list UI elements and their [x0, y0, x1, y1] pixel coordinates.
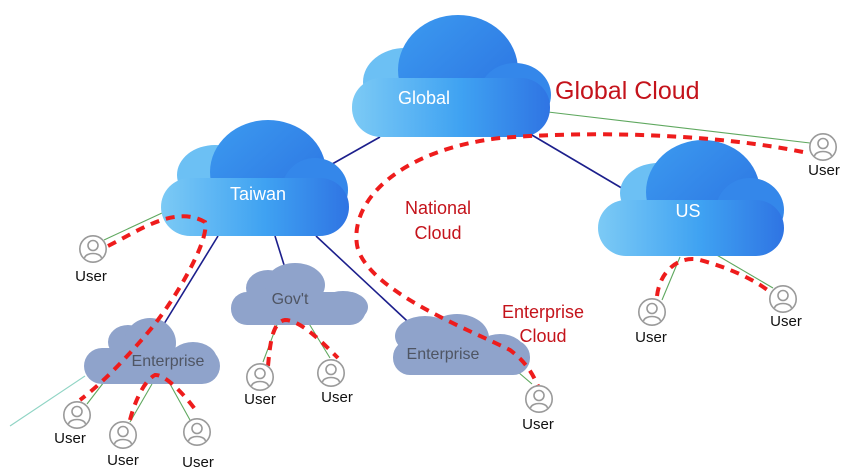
region-label-enterprise-cloud-line2: Cloud	[519, 326, 566, 346]
user-label: User	[522, 416, 554, 433]
user-label: User	[54, 430, 86, 447]
cloud-enterprise-left[interactable]: Enterprise	[84, 318, 220, 384]
user-icon	[109, 420, 137, 450]
user-label: User	[321, 389, 353, 406]
cloud-global[interactable]: Global	[352, 15, 551, 137]
user-label: User	[808, 162, 840, 179]
user-icon	[637, 297, 667, 327]
user-icon	[183, 417, 211, 447]
cloud-govt-label: Gov't	[272, 291, 309, 308]
user-label: User	[244, 391, 276, 408]
cloud-taiwan-label: Taiwan	[230, 184, 286, 204]
user-icon	[62, 400, 91, 430]
link-us-user-2	[714, 253, 774, 289]
user-label: User	[75, 268, 107, 285]
link-taiwan-user	[103, 212, 163, 241]
region-label-national-cloud-line2: Cloud	[414, 223, 461, 243]
boundary-national-cloud	[354, 132, 804, 387]
user-icon	[524, 384, 554, 414]
user-label: User	[182, 454, 214, 471]
cloud-taiwan[interactable]: Taiwan	[161, 120, 349, 236]
user-icon	[246, 362, 275, 392]
user-node[interactable]: User	[635, 297, 667, 346]
cloud-global-label: Global	[398, 88, 450, 108]
link-taiwan-enterprise-right	[315, 235, 421, 334]
link-global-us	[519, 127, 626, 191]
boundary-enterprise-left-users	[128, 373, 199, 421]
cloud-us-label: US	[675, 201, 700, 221]
link-global-user	[547, 111, 811, 144]
region-label-national-cloud-line1: National	[405, 198, 471, 218]
cloud-enterprise-left-label: Enterprise	[132, 353, 205, 370]
link-taiwan-govt	[274, 235, 286, 269]
user-node[interactable]: User	[182, 417, 214, 471]
user-node[interactable]: User	[316, 358, 353, 406]
cloud-enterprise-right[interactable]: Enterprise	[393, 314, 530, 375]
region-label-global-cloud: Global Cloud	[555, 77, 700, 105]
boundary-us	[655, 257, 772, 297]
link-offscreen	[9, 375, 86, 427]
user-node[interactable]: User	[522, 384, 554, 433]
link-ent-right-user	[517, 371, 533, 385]
user-icon	[768, 284, 798, 314]
user-label: User	[635, 329, 667, 346]
user-icon	[79, 235, 107, 264]
user-node[interactable]: User	[244, 362, 276, 408]
boundary-taiwan-enterprise-left	[78, 214, 208, 402]
link-govt-user-2	[307, 321, 331, 359]
user-links	[9, 111, 811, 427]
link-ent-left-user-3	[169, 383, 191, 421]
user-node[interactable]: User	[768, 284, 802, 330]
boundary-govt	[266, 317, 340, 367]
user-icon	[316, 358, 346, 388]
link-taiwan-enterprise-left	[155, 235, 219, 338]
user-label: User	[107, 452, 139, 469]
user-icon	[808, 133, 838, 161]
cloud-govt[interactable]: Gov't	[231, 263, 368, 325]
user-label: User	[770, 313, 802, 330]
link-ent-left-user-2	[129, 383, 153, 423]
region-label-enterprise-cloud-line1: Enterprise	[502, 302, 584, 322]
user-node[interactable]: User	[808, 133, 840, 179]
user-node[interactable]: User	[54, 400, 91, 447]
boundary-paths	[78, 132, 804, 421]
user-node[interactable]: User	[75, 235, 107, 285]
cloud-enterprise-right-label: Enterprise	[407, 346, 480, 363]
cloud-us[interactable]: US	[598, 140, 784, 256]
link-ent-left-user-1	[86, 381, 105, 405]
user-node[interactable]: User	[107, 420, 139, 469]
